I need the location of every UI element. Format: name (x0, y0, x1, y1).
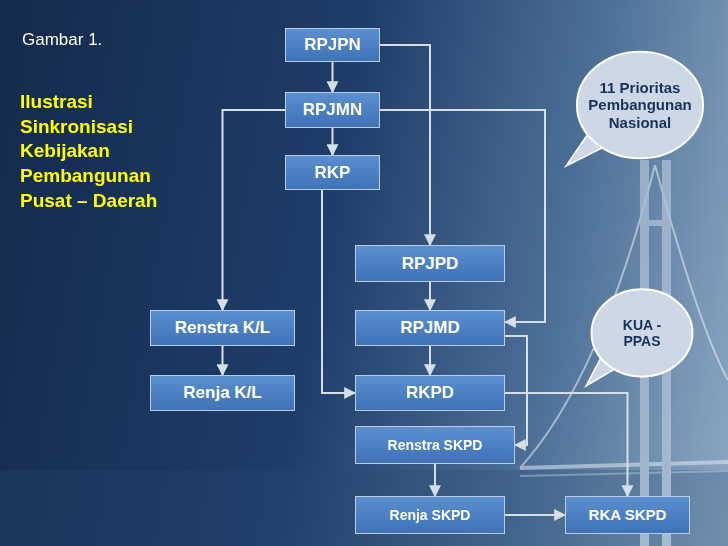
process-box: RKP (285, 155, 380, 190)
node-text: Renstra SKPD (388, 437, 483, 453)
node-text: Renja SKPD (390, 507, 471, 523)
node-text: RKA SKPD (589, 506, 667, 523)
connector-arrow (434, 464, 436, 496)
node-text: RPJMN (303, 100, 363, 120)
callout-bubble: 11 Prioritas Pembangunan Nasional (575, 50, 705, 160)
figure-label: Gambar 1. (22, 30, 102, 50)
process-box: RPJMN (285, 92, 380, 128)
node-text: Renstra K/L (175, 318, 270, 338)
process-box: RKA SKPD (565, 496, 690, 534)
diagram-title: Ilustrasi Sinkronisasi Kebijakan Pembang… (20, 90, 170, 213)
bridge-illustration (0, 160, 728, 546)
process-box: Renstra SKPD (355, 426, 515, 464)
connector-arrow (505, 514, 565, 516)
node-text: RPJPN (304, 35, 361, 55)
node-text: KUA - PPAS (611, 317, 673, 349)
process-box: RPJPD (355, 245, 505, 282)
connector-arrow (222, 346, 224, 375)
connector-arrow (322, 190, 355, 393)
connector-arrow (429, 346, 431, 375)
process-box: RPJPN (285, 28, 380, 62)
node-text: 11 Prioritas Pembangunan Nasional (588, 79, 692, 131)
connector-arrow (380, 45, 430, 245)
process-box: RKPD (355, 375, 505, 411)
connector-arrow (223, 110, 286, 310)
node-text: RKPD (406, 383, 454, 403)
connector-arrow (332, 62, 334, 92)
callout-bubble: KUA - PPAS (590, 288, 694, 378)
connector-arrow (429, 282, 431, 310)
node-text: RPJPD (402, 254, 459, 274)
node-text: RKP (315, 163, 351, 183)
node-text: Renja K/L (183, 383, 261, 403)
process-box: RPJMD (355, 310, 505, 346)
process-box: Renja SKPD (355, 496, 505, 534)
process-box: Renstra K/L (150, 310, 295, 346)
connector-arrow (380, 110, 545, 322)
process-box: Renja K/L (150, 375, 295, 411)
node-text: RPJMD (400, 318, 460, 338)
connector-arrow (505, 393, 628, 496)
connector-arrow (332, 128, 334, 155)
